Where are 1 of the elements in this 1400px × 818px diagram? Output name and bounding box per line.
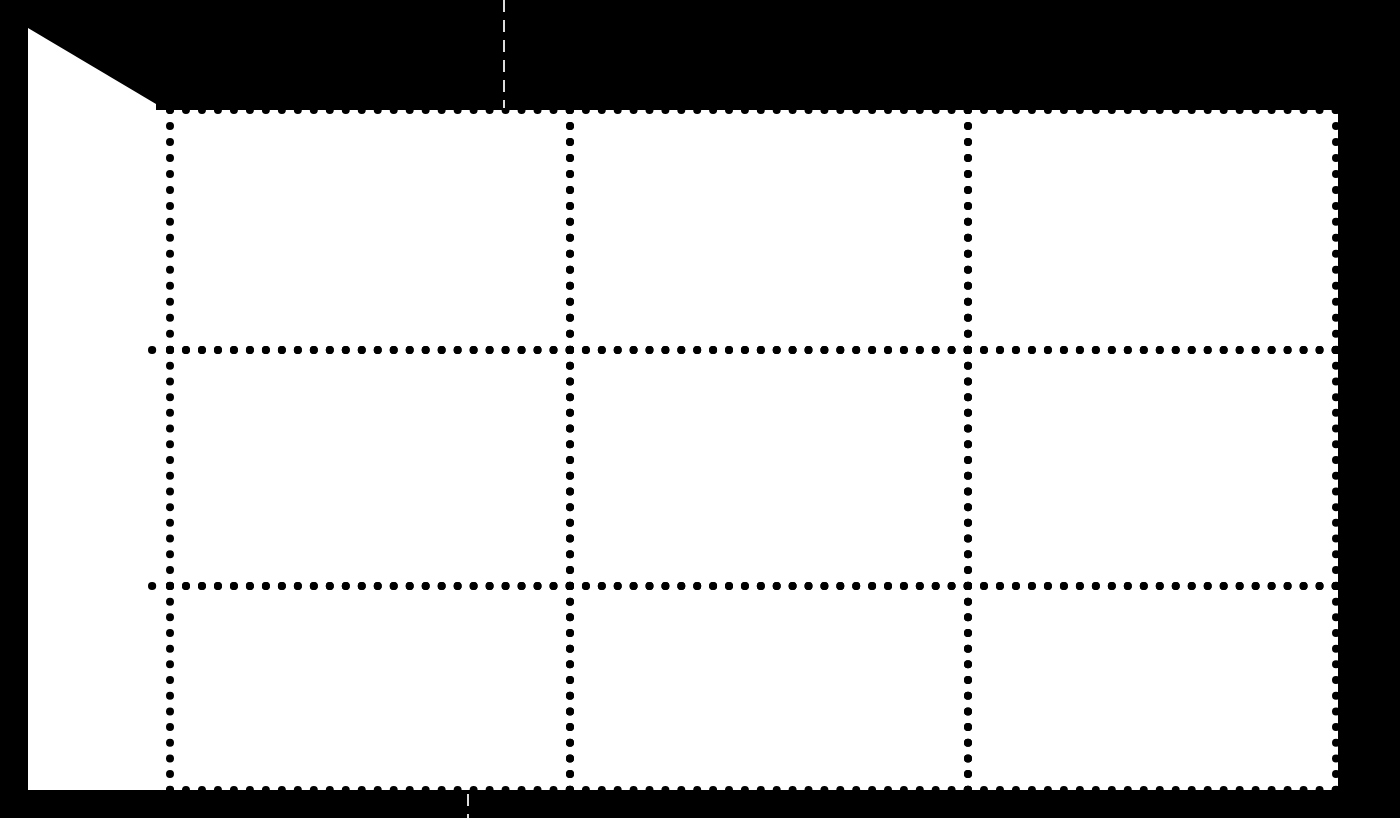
stamp-panel: [964, 582, 1340, 794]
